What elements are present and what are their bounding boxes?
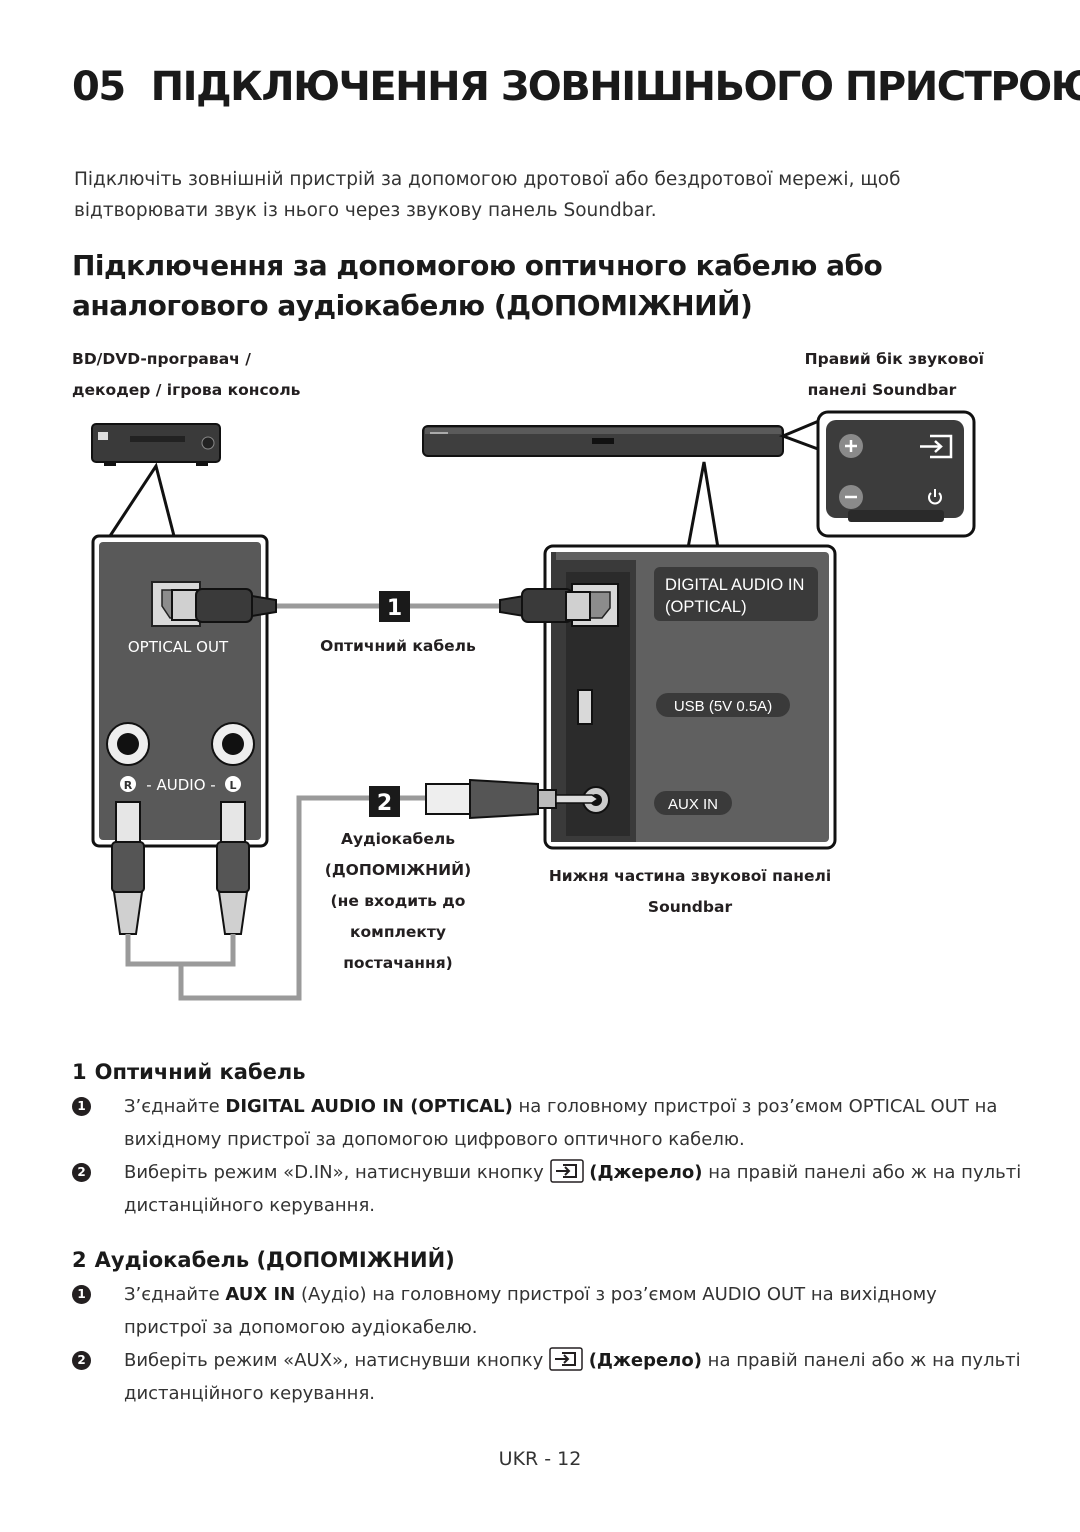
step-1-bullet-2: 2 Виберіть режим «D.IN», натиснувши кноп… bbox=[72, 1156, 1022, 1222]
power-icon[interactable] bbox=[928, 489, 942, 505]
bullet-text: », натиснувши кнопку bbox=[332, 1162, 550, 1183]
source-icon bbox=[549, 1159, 584, 1183]
bullet-text: Виберіть режим « bbox=[124, 1162, 295, 1183]
audio-r-label: R bbox=[124, 779, 133, 792]
marker-1-text: 1 bbox=[387, 596, 402, 621]
bullet-text: З’єднайте bbox=[124, 1096, 226, 1117]
mode-name: D.IN bbox=[294, 1162, 333, 1183]
source-button-label: (Джерело) bbox=[588, 1350, 702, 1371]
aux-cable-label-line2: (ДОПОМІЖНИЙ) bbox=[324, 861, 472, 879]
bullet-text: З’єднайте bbox=[124, 1284, 226, 1305]
audio-l-label: L bbox=[229, 779, 236, 792]
bullet-number-1: 1 bbox=[72, 1285, 91, 1304]
usb-label: USB (5V 0.5A) bbox=[674, 698, 772, 715]
port-name: DIGITAL AUDIO IN (OPTICAL) bbox=[225, 1096, 513, 1117]
bullet-text: на правій панелі або ж на пульті дистанц… bbox=[124, 1162, 1022, 1216]
digital-audio-in-label: DIGITAL AUDIO IN bbox=[665, 576, 804, 594]
marker-2 bbox=[369, 786, 400, 817]
aux-cable-label-line3: (не входить до bbox=[330, 892, 466, 910]
aux-cable bbox=[111, 778, 600, 1001]
chapter-title-text: ПІДКЛЮЧЕННЯ ЗОВНІШНЬОГО ПРИСТРОЮ bbox=[150, 64, 1080, 110]
bullet-text: », натиснувши кнопку bbox=[332, 1350, 549, 1371]
source-device-label-line2: декодер / ігрова консоль bbox=[72, 381, 301, 399]
digital-audio-in-optical-label: (OPTICAL) bbox=[665, 598, 747, 616]
bullet-number-2: 2 bbox=[72, 1351, 91, 1370]
bullet-text: на правій панелі або ж на пульті дистанц… bbox=[124, 1350, 1021, 1404]
mode-name: AUX bbox=[294, 1350, 333, 1371]
usb-port bbox=[577, 689, 593, 725]
soundbar-bottom-panel bbox=[543, 544, 837, 850]
step-2-bullet-2: 2 Виберіть режим «AUX», натиснувши кнопк… bbox=[72, 1344, 1022, 1410]
bullet-text: на головному пристрої з роз’ємом OPTICAL… bbox=[124, 1096, 998, 1150]
optical-out-label: OPTICAL OUT bbox=[128, 638, 229, 656]
step-1-bullet-1: 1 З’єднайте DIGITAL AUDIO IN (OPTICAL) н… bbox=[72, 1090, 1022, 1156]
soundbar bbox=[422, 425, 784, 457]
step-1-number: 1 bbox=[72, 1060, 87, 1084]
connection-diagram: OPTICAL OUT R - AUDIO - L DIGITAL AUDIO … bbox=[91, 410, 976, 1001]
bullet-number-2: 2 bbox=[72, 1163, 91, 1182]
aux-in-label: AUX IN bbox=[668, 796, 718, 813]
source-icon bbox=[549, 1347, 583, 1371]
aux-cable-label-line5: постачання) bbox=[343, 954, 453, 972]
step-2-bullet-1: 1 З’єднайте AUX IN (Аудіо) на головному … bbox=[72, 1278, 1022, 1344]
step-2-number: 2 bbox=[72, 1248, 87, 1272]
bullet-text: Виберіть режим « bbox=[124, 1350, 295, 1371]
chapter-title: 05 ПІДКЛЮЧЕННЯ ЗОВНІШНЬОГО ПРИСТРОЮ bbox=[72, 64, 1080, 110]
soundbar-bottom-label-line2: Soundbar bbox=[647, 898, 733, 916]
aux-cable-label-line1: Аудіокабель bbox=[340, 830, 456, 848]
aux-cable-label-line4: комплекту bbox=[349, 923, 447, 941]
source-device-back-panel bbox=[91, 534, 269, 848]
right-side-label-line1: Правий бік звукової bbox=[804, 350, 984, 368]
page-footer: UKR - 12 bbox=[498, 1448, 582, 1470]
source-button-label: (Джерело) bbox=[589, 1162, 703, 1183]
optical-cable-label: Оптичний кабель bbox=[320, 637, 476, 655]
step-2-heading: 2 Аудіокабель (ДОПОМІЖНИЙ) bbox=[72, 1248, 1022, 1272]
source-device-label-line1: BD/DVD-програвач / bbox=[72, 350, 251, 368]
soundbar-bottom-label-line1: Нижня частина звукової панелі bbox=[548, 867, 832, 885]
bullet-number-1: 1 bbox=[72, 1097, 91, 1116]
chapter-number: 05 bbox=[72, 64, 126, 110]
step-1-heading: 1 Оптичний кабель bbox=[72, 1060, 1022, 1084]
section-title: Підключення за допомогою оптичного кабел… bbox=[72, 249, 883, 322]
marker-1 bbox=[379, 591, 410, 622]
optical-cable bbox=[171, 588, 591, 623]
marker-2-text: 2 bbox=[377, 791, 392, 816]
step-1-title: Оптичний кабель bbox=[94, 1060, 306, 1084]
port-name: AUX IN bbox=[225, 1284, 296, 1305]
source-icon[interactable] bbox=[920, 434, 953, 459]
right-side-label-line2: панелі Soundbar bbox=[807, 381, 957, 399]
step-2: 2 Аудіокабель (ДОПОМІЖНИЙ) 1 З’єднайте AU… bbox=[72, 1248, 1022, 1410]
right-side-panel-zoom bbox=[816, 410, 976, 538]
bullet-text: (Аудіо) на головному пристрої з роз’ємом… bbox=[124, 1284, 937, 1338]
audio-label: - AUDIO - bbox=[146, 776, 215, 794]
bd-dvd-player bbox=[91, 423, 221, 466]
intro-paragraph: Підключіть зовнішній пристрій за допомог… bbox=[74, 169, 901, 221]
step-2-title: Аудіокабель (ДОПОМІЖНИЙ) bbox=[94, 1248, 455, 1272]
